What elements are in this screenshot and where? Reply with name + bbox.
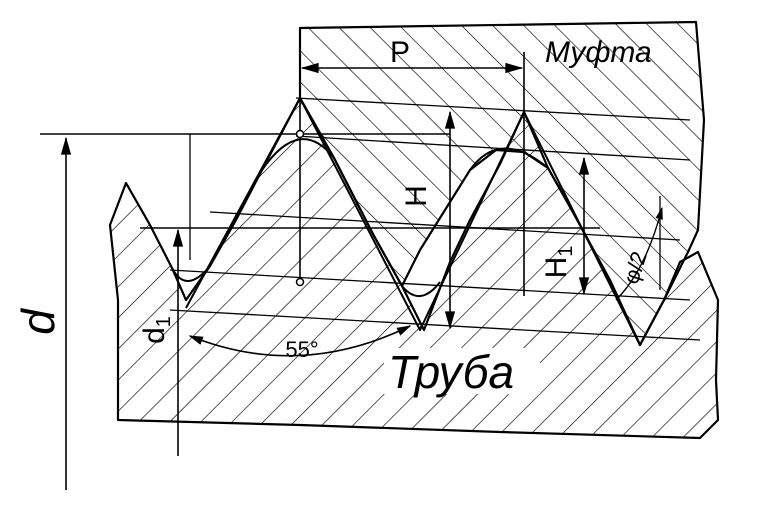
pitch-label: P [390,36,410,69]
height-label: H [400,185,433,207]
angle-label: 55° [285,337,318,362]
taper-line [169,269,691,301]
thread-root-round [171,265,211,282]
minor-diameter-label: d1 [138,316,175,344]
half-angle-arc [615,206,663,301]
taper-line [295,135,691,161]
taper-line [169,309,701,341]
pipe-label: Труба [388,346,514,398]
major-diameter-label: d [12,308,64,335]
reference-point [295,277,305,287]
coupling-label: Муфта [545,36,652,69]
thread-profile-outline [185,97,641,346]
reference-point [295,129,305,139]
taper-line [295,97,691,121]
height-1-label: H1 [540,246,577,279]
thread-crest-round [261,138,335,171]
pipe-label-backdrop [384,348,540,394]
angle-arc [188,325,412,357]
